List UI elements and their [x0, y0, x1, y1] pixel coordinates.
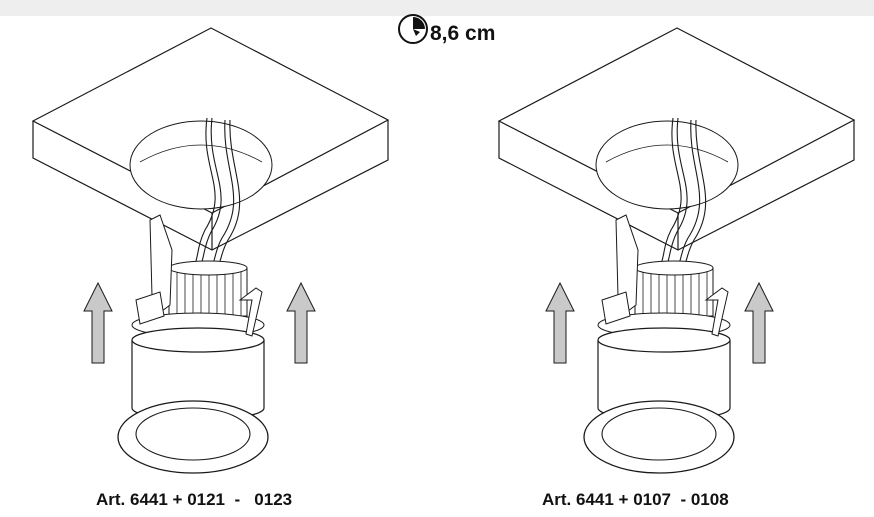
- caption-right: Art. 6441 + 0107 - 0108: [542, 490, 729, 509]
- clock-quarter-icon: [398, 14, 428, 44]
- depth-label: 8,6 cm: [430, 22, 496, 45]
- luminaire-right: [498, 27, 855, 474]
- up-arrow-right-1: [545, 282, 575, 364]
- up-arrow-right-2: [744, 282, 774, 364]
- luminaire-left: [32, 27, 389, 474]
- top-strip: [0, 0, 874, 16]
- up-arrow-left-2: [286, 282, 316, 364]
- caption-left: Art. 6441 + 0121 - 0123: [96, 490, 293, 509]
- up-arrow-left-1: [83, 282, 113, 364]
